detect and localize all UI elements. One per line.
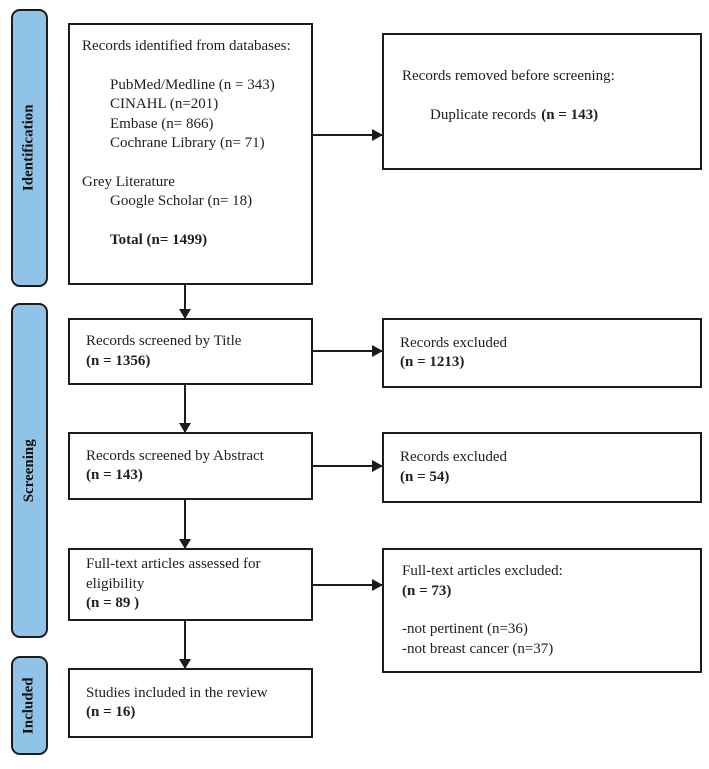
box-records-removed: Records removed before screening: Duplic… xyxy=(382,33,702,170)
studies-included-text: Studies included in the review xyxy=(86,684,268,701)
arrow-identified-to-title xyxy=(179,285,191,319)
spacer xyxy=(82,57,299,76)
excluded-by-abstract-count: (n = 54) xyxy=(400,468,450,485)
screened-by-abstract-count: (n = 143) xyxy=(86,467,143,483)
stage-included-label: Included xyxy=(20,677,37,734)
fulltext-excluded-reason-2: -not breast cancer (n=37) xyxy=(402,640,554,657)
screened-by-title-text: Records screened by Title xyxy=(86,333,242,349)
records-identified-title: Records identified from databases: xyxy=(82,38,291,54)
box-excluded-by-title: Records excluded (n = 1213) xyxy=(382,318,702,388)
source-embase: Embase (n= 866) xyxy=(110,115,214,132)
arrow-fulltext-to-included xyxy=(179,621,191,669)
fulltext-assessed-count: (n = 89 ) xyxy=(86,595,140,612)
duplicate-records-line: Duplicate records(n = 143) xyxy=(402,106,688,126)
arrow-fulltext-to-excluded xyxy=(313,579,383,591)
arrow-title-to-abstract xyxy=(179,385,191,433)
source-cochrane: Cochrane Library (n= 71) xyxy=(110,135,265,151)
spacer xyxy=(82,212,299,231)
excluded-by-title-count: (n = 1213) xyxy=(400,354,465,370)
box-studies-included: Studies included in the review (n = 16) xyxy=(68,668,313,738)
excluded-by-abstract-text: Records excluded xyxy=(400,449,508,465)
stage-included: Included xyxy=(11,656,48,755)
grey-literature-label: Grey Literature xyxy=(82,173,175,190)
screened-by-abstract-text: Records screened by Abstract xyxy=(86,447,264,464)
spacer xyxy=(402,601,688,620)
stage-identification-label: Identification xyxy=(20,104,37,192)
box-screened-by-abstract: Records screened by Abstract (n = 143) xyxy=(68,432,313,500)
spacer xyxy=(402,87,688,106)
fulltext-excluded-title: Full-text articles excluded: xyxy=(402,563,563,579)
stage-identification: Identification xyxy=(11,9,48,287)
spacer xyxy=(82,154,299,173)
arrow-abstract-to-fulltext xyxy=(179,500,191,549)
duplicate-records-text: Duplicate records xyxy=(430,106,537,123)
arrow-abstract-to-excluded xyxy=(313,460,383,472)
duplicate-records-count: (n = 143) xyxy=(541,106,599,123)
arrow-identified-to-removed xyxy=(313,129,383,141)
box-records-identified: Records identified from databases: PubMe… xyxy=(68,23,313,285)
studies-included-count: (n = 16) xyxy=(86,704,136,720)
source-pubmed: PubMed/Medline (n = 343) xyxy=(110,76,275,93)
records-removed-title: Records removed before screening: xyxy=(402,68,615,84)
fulltext-excluded-reason-1: -not pertinent (n=36) xyxy=(402,621,528,637)
records-identified-total: Total (n= 1499) xyxy=(110,231,208,248)
excluded-by-title-text: Records excluded xyxy=(400,334,508,351)
stage-screening: Screening xyxy=(11,303,48,638)
fulltext-excluded-count: (n = 73) xyxy=(402,582,452,599)
stage-screening-label: Screening xyxy=(20,438,37,503)
box-excluded-by-abstract: Records excluded (n = 54) xyxy=(382,432,702,503)
box-fulltext-excluded: Full-text articles excluded: (n = 73) -n… xyxy=(382,548,702,673)
box-fulltext-assessed: Full-text articles assessed for eligibil… xyxy=(68,548,313,621)
source-cinahl: CINAHL (n=201) xyxy=(110,96,219,112)
arrow-title-to-excluded xyxy=(313,345,383,357)
fulltext-assessed-text: Full-text articles assessed for eligibil… xyxy=(86,556,261,592)
screened-by-title-count: (n = 1356) xyxy=(86,352,151,369)
source-google-scholar: Google Scholar (n= 18) xyxy=(110,193,253,209)
box-screened-by-title: Records screened by Title (n = 1356) xyxy=(68,318,313,385)
